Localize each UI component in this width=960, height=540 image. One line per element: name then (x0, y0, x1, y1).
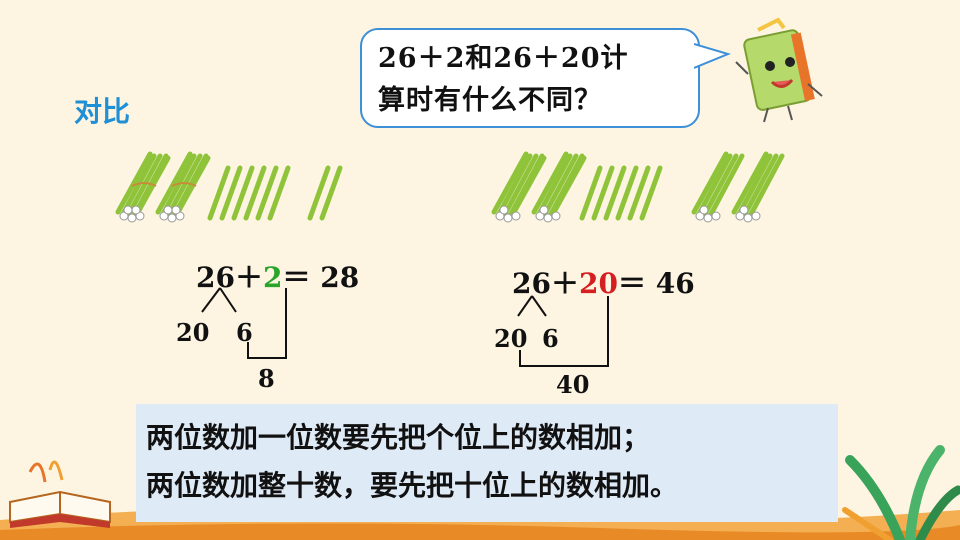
right-split-ones: 6 (542, 324, 559, 353)
single-sticks-icon (579, 165, 663, 221)
right-plus: ＋ (550, 267, 579, 300)
left-split-ones: 6 (236, 318, 253, 347)
stick-bundle-icon (491, 151, 547, 223)
left-plus: ＋ (234, 261, 263, 294)
summary-box: 两位数加一位数要先把个位上的数相加； 两位数加整十数，要先把十位上的数相加。 (136, 404, 838, 522)
stick-bundle-icon (691, 151, 745, 223)
bubble-tail (694, 43, 732, 69)
right-split-tens: 20 (494, 324, 528, 353)
stick-bundle-icon (115, 151, 171, 223)
stick-bundle-icon (731, 151, 785, 223)
stick-bundle-icon (531, 151, 587, 223)
summary-line-2: 两位数加整十数，要先把十位上的数相加。 (146, 469, 679, 502)
summary-line-1: 两位数加一位数要先把个位上的数相加； (146, 421, 651, 454)
left-equals: ＝ (282, 261, 311, 294)
left-result: 28 (320, 261, 360, 294)
stick-bundle-icon (155, 151, 211, 223)
open-book-icon (9, 460, 111, 528)
left-equation: 26＋2＝ 28 (196, 256, 359, 296)
left-partial-sum: 8 (258, 364, 275, 393)
left-addend-a: 26 (196, 261, 235, 294)
book-mascot-icon (735, 17, 823, 123)
sticks-left (115, 151, 343, 223)
right-partial-sum: 40 (556, 370, 590, 399)
right-addend-b: 20 (578, 267, 618, 300)
question-line-2: 算时有什么不同？ (378, 85, 602, 116)
section-label: 对比 (74, 95, 131, 128)
right-equation: 26＋20＝ 46 (512, 262, 695, 302)
left-addend-b: 2 (262, 261, 283, 294)
right-equals: ＝ (617, 267, 646, 300)
question-line-1: 26＋2和26＋20计 (378, 43, 629, 74)
sticks-right (491, 151, 785, 223)
right-split-lines (517, 295, 609, 367)
question-bubble: 26＋2和26＋20计 算时有什么不同？ (360, 28, 700, 128)
single-sticks-icon (207, 165, 343, 221)
right-result: 46 (655, 267, 695, 300)
left-split-lines (201, 287, 287, 359)
right-addend-a: 26 (512, 267, 551, 300)
plant-leaves-icon (842, 445, 960, 540)
left-split-tens: 20 (176, 318, 210, 347)
